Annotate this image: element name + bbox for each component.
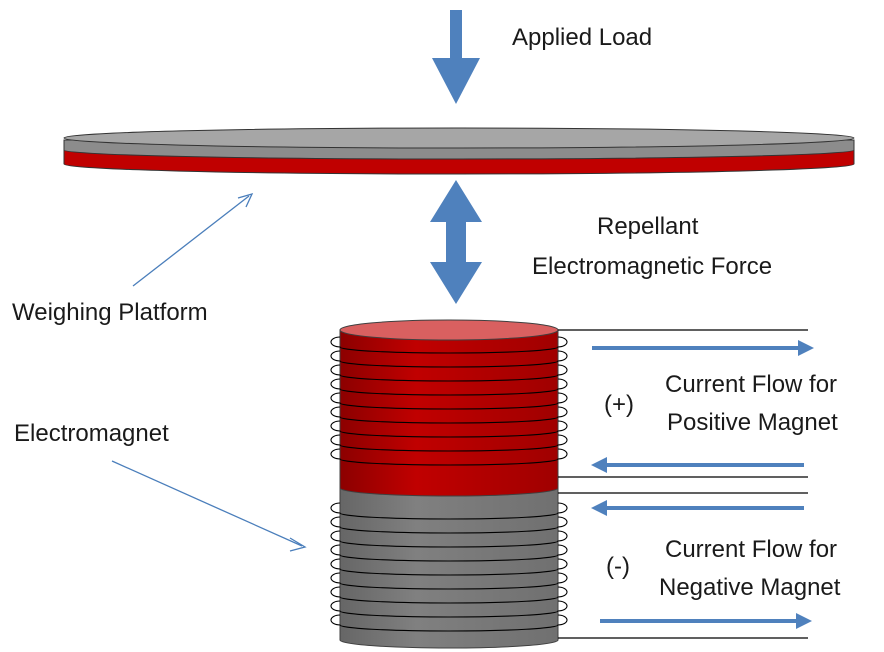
negative-sign-label: (-) xyxy=(606,553,630,580)
electromagnet-label: Electromagnet xyxy=(14,420,169,447)
negative-coil xyxy=(330,502,568,632)
down-arrow-icon xyxy=(432,10,480,104)
negative-current-label-line2: Negative Magnet xyxy=(659,574,841,601)
applied-load-label: Applied Load xyxy=(512,24,652,51)
weighing-platform xyxy=(63,127,855,175)
positive-magnet-body xyxy=(339,329,559,497)
coil-lead-wires xyxy=(558,329,808,639)
double-vertical-arrow-icon xyxy=(430,180,482,304)
repellant-label-line2: Electromagnetic Force xyxy=(532,253,772,280)
positive-coil xyxy=(330,336,568,466)
negative-magnet-body xyxy=(339,487,559,649)
positive-current-label-line2: Positive Magnet xyxy=(667,409,838,436)
right-arrow-icon xyxy=(592,340,814,356)
negative-current-label-line1: Current Flow for xyxy=(665,536,837,563)
electromagnet xyxy=(330,319,808,649)
positive-sign-label: (+) xyxy=(604,391,634,418)
positive-magnet-top xyxy=(339,319,559,341)
left-arrow-icon xyxy=(591,500,804,516)
right-arrow-icon xyxy=(600,613,812,629)
positive-current-label-line1: Current Flow for xyxy=(665,371,837,398)
electromagnet-pointer xyxy=(111,460,307,552)
repellant-label-line1: Repellant xyxy=(597,213,699,240)
left-arrow-icon xyxy=(591,457,804,473)
weighing-platform-label: Weighing Platform xyxy=(12,299,208,326)
weighing-platform-pointer xyxy=(132,192,254,287)
